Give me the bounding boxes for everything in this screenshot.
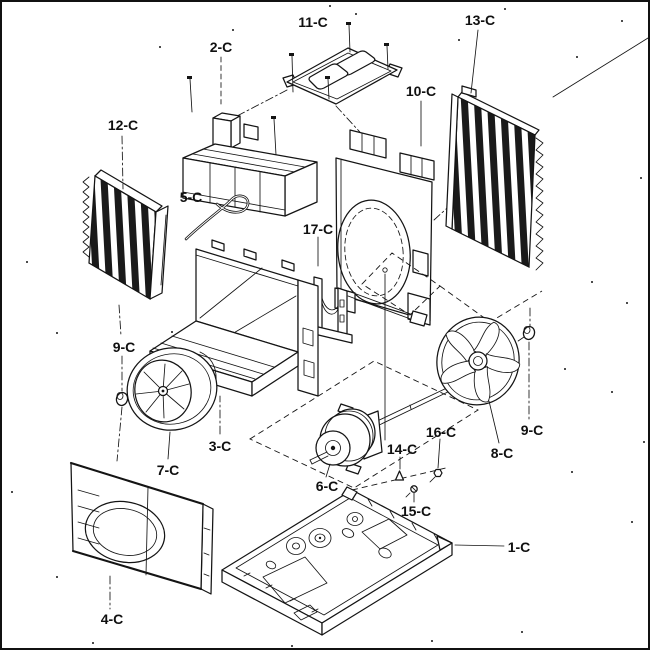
callout-label-6c: 6-C <box>316 478 339 494</box>
leader-6c <box>325 463 331 478</box>
axis-left-upper <box>118 304 122 337</box>
fan-blades <box>440 321 521 403</box>
callout-label-2c: 2-C <box>210 39 233 55</box>
part-fan-motor <box>309 385 453 475</box>
callout-label-15c: 15-C <box>401 503 431 519</box>
callout-label-3c: 3-C <box>209 438 232 454</box>
callout-label-11c: 11-C <box>298 14 328 30</box>
part-base-pan <box>221 486 453 636</box>
screw-icons <box>289 22 389 100</box>
callout-label-17c: 17-C <box>303 221 333 237</box>
screw-icon <box>382 267 388 273</box>
leader-lines <box>109 29 530 610</box>
part-retainer-clip-right <box>522 307 536 341</box>
louvers <box>77 489 100 545</box>
leader-12c <box>121 135 124 190</box>
callout-label-1c: 1-C <box>508 539 531 555</box>
leader-16c <box>437 438 441 469</box>
part-evaporator-coil <box>82 169 169 301</box>
callout-label-7c: 7-C <box>157 462 180 478</box>
callout-label-8c: 8-C <box>491 445 514 461</box>
part-retainer-clip-left <box>115 391 129 407</box>
callout-label-9c-left: 9-C <box>113 339 136 355</box>
leader-13c <box>470 29 479 94</box>
construction-lines <box>433 37 649 221</box>
part-top-cover-plate <box>236 22 403 143</box>
part-propeller-fan <box>436 316 525 406</box>
callout-label-4c: 4-C <box>101 611 124 627</box>
callout-label-10c: 10-C <box>406 83 436 99</box>
pan-embossing <box>243 498 439 621</box>
part-condenser-coil <box>445 85 544 271</box>
axis-left-lower <box>116 406 123 462</box>
part-screw-14c <box>394 470 405 481</box>
callout-label-13c: 13-C <box>465 12 495 28</box>
callout-label-5c: 5-C <box>180 189 203 205</box>
callout-label-9c-right: 9-C <box>521 422 544 438</box>
callout-labels: 11-C 2-C 13-C 12-C 10-C 5-C 17-C 9-C 3-C… <box>101 12 544 627</box>
leader-7c <box>167 431 171 460</box>
part-front-orifice-panel <box>69 461 214 595</box>
callout-label-14c: 14-C <box>387 441 417 457</box>
leader-1c <box>454 544 505 547</box>
part-air-guide-box <box>182 76 318 241</box>
part-screw-15c <box>405 485 418 498</box>
callout-label-16c: 16-C <box>426 424 456 440</box>
part-screw-16c <box>429 468 443 483</box>
callout-label-12c: 12-C <box>108 117 138 133</box>
leader-8c <box>488 400 500 444</box>
part-blower-wheel <box>126 347 218 431</box>
